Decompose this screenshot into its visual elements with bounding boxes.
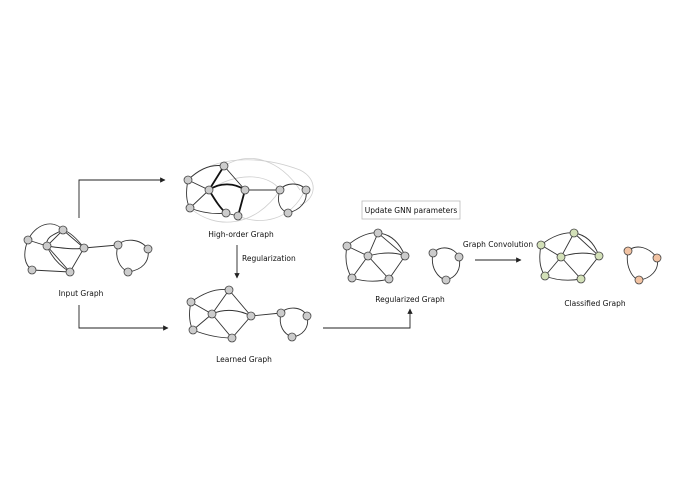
update-gnn-box [361, 200, 461, 220]
graph-node [342, 241, 352, 251]
graph-node [27, 265, 37, 275]
graph-node [240, 185, 250, 195]
graph-node-green [536, 240, 546, 250]
graph-node [283, 208, 293, 218]
learned-graph [186, 285, 312, 343]
graph-node [287, 332, 297, 342]
graph-node-green [576, 274, 586, 284]
graph-node [183, 175, 193, 185]
graph-node [384, 274, 394, 284]
graph-node [58, 225, 68, 235]
graph-node [347, 273, 357, 283]
arrow-to-regularized [323, 308, 413, 329]
high-order-graph-label: High-order Graph [208, 230, 274, 239]
graph-node-orange [652, 253, 662, 263]
graph-node [42, 241, 52, 251]
graph-node [221, 208, 231, 218]
graph-node [233, 211, 243, 221]
graph-node [441, 275, 451, 285]
graph-node [23, 235, 33, 245]
regularized-graph [342, 228, 464, 285]
arrow-to-high-order [78, 177, 166, 218]
graph-node-green [556, 252, 566, 262]
graph-node-orange [634, 275, 644, 285]
graph-node [79, 243, 89, 253]
classified-graph [536, 228, 662, 285]
graph-node [400, 251, 410, 261]
graph-node [275, 185, 285, 195]
graph-node [428, 248, 438, 258]
learned-graph-label: Learned Graph [216, 355, 272, 364]
graph-node [186, 297, 196, 307]
graph-node [227, 333, 237, 343]
graph-node [207, 309, 217, 319]
update-gnn-label: Update GNN parameters [365, 206, 458, 215]
graph-node [185, 203, 195, 213]
graph-node [246, 311, 256, 321]
graph-node [454, 252, 464, 262]
regularization-label: Regularization [242, 254, 296, 263]
input-graph-label: Input Graph [59, 289, 104, 298]
graph-node [65, 267, 75, 277]
graph-node [204, 185, 214, 195]
graph-node-green [569, 228, 579, 238]
regularized-graph-label: Regularized Graph [375, 295, 445, 304]
graph-node [276, 308, 286, 318]
graph-node [302, 311, 312, 321]
graph-node-orange [623, 246, 633, 256]
graph-convolution-label: Graph Convolution [463, 240, 533, 249]
graph-node [143, 244, 153, 254]
arrow-to-learned [78, 305, 169, 331]
graph-node-green [594, 251, 604, 261]
graph-node [363, 251, 373, 261]
graph-node [219, 161, 229, 171]
graph-node [301, 185, 311, 195]
classified-graph-label: Classified Graph [564, 299, 626, 308]
graph-node [373, 228, 383, 238]
graph-node [123, 267, 133, 277]
graph-node-green [540, 271, 550, 281]
graph-node [113, 240, 123, 250]
graph-node [224, 285, 234, 295]
input-graph [23, 223, 153, 277]
graph-node [188, 325, 198, 335]
high-order-graph [183, 158, 314, 223]
